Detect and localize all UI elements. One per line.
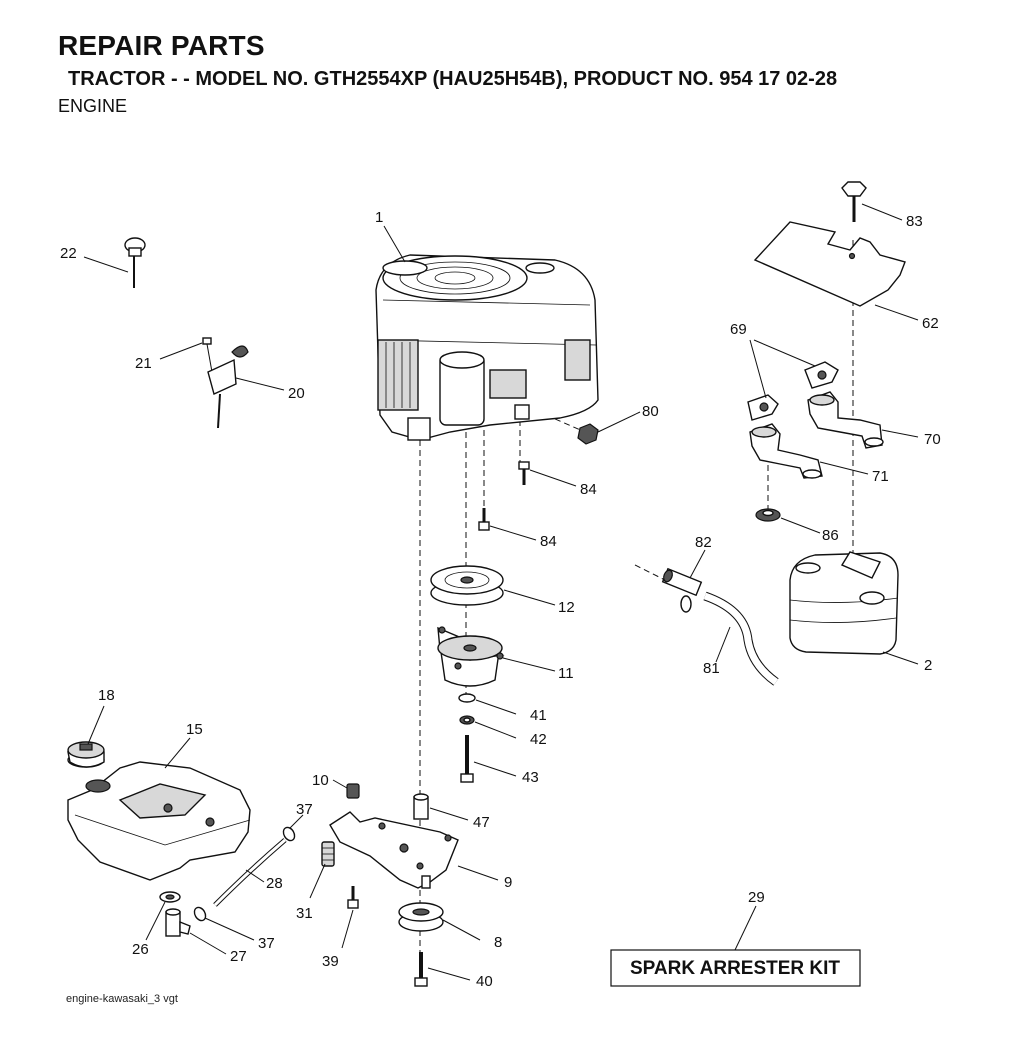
callout-39: 39 [322, 953, 339, 970]
callout-27: 27 [230, 948, 247, 965]
callout-84-upper: 84 [580, 481, 597, 498]
axis-hose-82 [634, 564, 666, 581]
leader-lines [83, 203, 919, 981]
callout-43: 43 [522, 769, 539, 786]
callout-10: 10 [312, 772, 329, 789]
part-muffler [789, 551, 899, 655]
part-clamp-lower [193, 906, 207, 922]
part-nut [577, 423, 599, 445]
part-shoulder-bolt [347, 886, 359, 909]
part-fuel-hose [213, 838, 287, 907]
part-washer-42 [459, 715, 475, 725]
part-pulley-bolt [414, 952, 428, 987]
callout-71: 71 [872, 468, 889, 485]
part-idler-bracket [329, 811, 459, 889]
file-reference: engine-kawasaki_3 vgt [66, 993, 178, 1005]
page-title: REPAIR PARTS [58, 30, 265, 61]
callout-69: 69 [730, 321, 747, 338]
part-fuel-cap [67, 741, 105, 768]
part-engine-pulley [430, 565, 504, 606]
spark-arrester-kit-box: SPARK ARRESTER KIT [610, 949, 861, 987]
callout-28: 28 [266, 875, 283, 892]
part-idler-pulley [398, 902, 444, 932]
callout-70: 70 [924, 431, 941, 448]
part-shutoff-valve [165, 908, 191, 937]
callout-2: 2 [924, 657, 932, 674]
callout-9: 9 [504, 874, 512, 891]
part-pto-clutch [437, 626, 505, 687]
callout-22: 22 [60, 245, 77, 262]
part-long-bolt [460, 735, 474, 783]
part-fuel-tank [67, 761, 251, 881]
page-subtitle: TRACTOR - - MODEL NO. GTH2554XP (HAU25H5… [68, 68, 838, 90]
part-spacer [755, 508, 781, 522]
callout-62: 62 [922, 315, 939, 332]
callout-41: 41 [530, 707, 547, 724]
callout-15: 15 [186, 721, 203, 738]
part-knob [124, 237, 146, 288]
callout-12: 12 [558, 599, 575, 616]
callout-82: 82 [695, 534, 712, 551]
callout-numbers: 1 22 21 20 83 62 69 70 71 80 84 84 86 82… [60, 209, 941, 990]
section-label: ENGINE [58, 96, 128, 116]
callout-11: 11 [558, 665, 574, 682]
callout-47: 47 [473, 814, 490, 831]
callout-84-lower: 84 [540, 533, 557, 550]
spark-arrester-kit-label: SPARK ARRESTER KIT [630, 958, 840, 979]
callout-86: 86 [822, 527, 839, 544]
part-heat-shield [753, 221, 906, 307]
part-exhaust-pipe-left [749, 423, 823, 479]
part-gasket-upper [804, 361, 839, 389]
part-cap [346, 783, 360, 799]
callout-37-upper: 37 [296, 801, 313, 818]
part-washer-41 [458, 693, 476, 703]
callout-21: 21 [135, 355, 152, 372]
part-fuel-filter [661, 567, 703, 613]
part-bushing [413, 793, 429, 820]
callout-40: 40 [476, 973, 493, 990]
part-spring [321, 841, 335, 867]
part-exhaust-pipe-right [807, 391, 884, 449]
part-fuel-line [703, 591, 779, 686]
part-engine [375, 254, 599, 441]
part-screw [841, 181, 867, 222]
callout-31: 31 [296, 905, 313, 922]
part-throttle-control [202, 337, 249, 429]
callout-18: 18 [98, 687, 115, 704]
callout-8: 8 [494, 934, 502, 951]
callout-42: 42 [530, 731, 547, 748]
part-gasket-lower [747, 394, 779, 421]
callout-83: 83 [906, 213, 923, 230]
part-bolt-upper [518, 461, 530, 485]
callout-20: 20 [288, 385, 305, 402]
callout-29: 29 [748, 889, 765, 906]
callout-1: 1 [375, 209, 383, 226]
part-clamp-upper [282, 826, 296, 842]
callout-37-lower: 37 [258, 935, 275, 952]
callout-80: 80 [642, 403, 659, 420]
part-bolt-lower [478, 508, 490, 531]
callout-26: 26 [132, 941, 149, 958]
part-grommet [159, 891, 181, 903]
callout-81: 81 [703, 660, 720, 677]
